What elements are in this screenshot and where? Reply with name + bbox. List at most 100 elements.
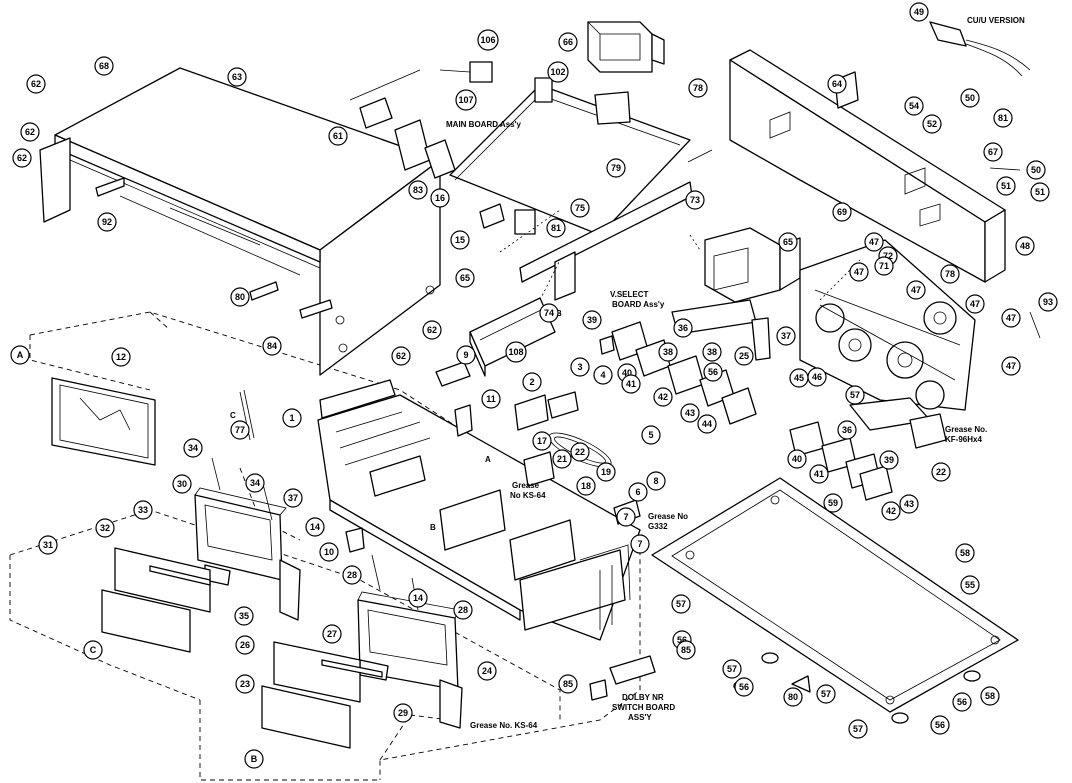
callout-circle <box>845 385 865 405</box>
callout-circle <box>621 374 641 394</box>
callout-circle <box>234 606 254 626</box>
part-number-callout: 26 <box>235 635 255 655</box>
text-labels: CU/U VERSION MAIN BOARD Ass'y V.SELECT B… <box>230 16 1025 730</box>
part-number-callout: 61 <box>328 126 348 146</box>
part-number-callout: C <box>83 640 103 660</box>
callout-circle <box>477 661 497 681</box>
callout-circle <box>245 473 265 493</box>
grease-g332-label-2: G332 <box>648 522 668 531</box>
main-board <box>349 61 691 236</box>
callout-number: 47 <box>1006 361 1016 371</box>
callout-circle <box>558 32 578 52</box>
callout-circle <box>26 74 46 94</box>
callout-circle <box>172 474 192 494</box>
callout-number: 6 <box>635 487 640 497</box>
callout-circle <box>685 190 705 210</box>
callout-circle <box>83 640 103 660</box>
part-number-callout: 38 <box>702 342 722 362</box>
callout-circle <box>235 635 255 655</box>
part-number-callout: 65 <box>455 268 475 288</box>
callout-circle <box>576 476 596 496</box>
label-74b: B <box>556 309 562 318</box>
part-number-callout: 11 <box>481 389 501 409</box>
part-number-callout: 56 <box>703 362 723 382</box>
part-number-callout: 34 <box>183 438 203 458</box>
callout-number: 35 <box>239 611 249 621</box>
callout-number: 54 <box>909 101 919 111</box>
part-number-callout: 30 <box>172 474 192 494</box>
callout-number: 9 <box>463 350 468 360</box>
part-number-callout: 9 <box>456 345 476 365</box>
part-number-callout: 58 <box>955 543 975 563</box>
callout-circle <box>1026 160 1046 180</box>
part-number-callout: 28 <box>453 600 473 620</box>
callout-number: 93 <box>1043 297 1053 307</box>
dolby-label-2: SWITCH BOARD <box>612 703 675 712</box>
part-number-callout: 37 <box>776 326 796 346</box>
callout-circle <box>456 345 476 365</box>
callout-circle <box>832 202 852 222</box>
callout-number: 74 <box>544 308 554 318</box>
callout-circle <box>282 408 302 428</box>
callout-circle <box>849 262 869 282</box>
part-number-callout: 57 <box>845 385 865 405</box>
part-number-callout: 77 <box>230 420 250 440</box>
callout-number: 40 <box>792 454 802 464</box>
callout-number: 40 <box>622 368 632 378</box>
callout-number: 56 <box>935 720 945 730</box>
callout-circle <box>940 264 960 284</box>
callout-number: 22 <box>936 467 946 477</box>
part-number-callout: 67 <box>983 142 1003 162</box>
callout-circle <box>552 449 572 469</box>
part-number-callout: B <box>244 749 264 769</box>
callout-circle <box>522 372 542 392</box>
callout-circle <box>1038 292 1058 312</box>
part-number-callout: 22 <box>931 462 951 482</box>
callout-number: 81 <box>998 113 1008 123</box>
callout-circle <box>12 148 32 168</box>
callout-number: 28 <box>458 605 468 615</box>
callout-circle <box>904 96 924 116</box>
callout-circle <box>697 414 717 434</box>
part-number-callout: 47 <box>1001 356 1021 376</box>
callout-circle <box>630 534 650 554</box>
callout-number: 56 <box>708 367 718 377</box>
callout-number: 77 <box>235 425 245 435</box>
callout-number: 37 <box>781 331 791 341</box>
top-cover <box>39 67 441 376</box>
callout-number: 12 <box>116 352 126 362</box>
window-panels-b <box>261 641 383 749</box>
callout-number: 14 <box>413 593 423 603</box>
callout-number: 84 <box>267 341 277 351</box>
part-number-callout: 27 <box>322 624 342 644</box>
callout-number: 64 <box>832 79 842 89</box>
part-number-callout: 19 <box>596 462 616 482</box>
callout-number: 25 <box>739 351 749 361</box>
part-callouts: 4966106102107626863626261839216158179757… <box>10 2 1058 769</box>
callout-circle <box>673 318 693 338</box>
window-panel-a <box>51 377 156 466</box>
main-board-label: MAIN BOARD Ass'y <box>446 120 522 129</box>
callout-number: 65 <box>783 237 793 247</box>
callout-circle <box>596 462 616 482</box>
callout-number: 51 <box>1001 181 1011 191</box>
part-number-callout: 47 <box>1001 308 1021 328</box>
callout-number: 3 <box>577 362 582 372</box>
callout-number: 1 <box>289 413 294 423</box>
part-number-callout: 36 <box>837 420 857 440</box>
callout-number: 66 <box>563 37 573 47</box>
callout-circle <box>879 450 899 470</box>
callout-circle <box>787 449 807 469</box>
part-number-callout: 5 <box>641 425 661 445</box>
callout-number: 41 <box>814 469 824 479</box>
callout-circle <box>837 420 857 440</box>
part-number-callout: 37 <box>283 488 303 508</box>
callout-circle <box>283 488 303 508</box>
grease-ks64-label-1: Grease <box>512 481 540 490</box>
part-number-callout: 51 <box>996 176 1016 196</box>
callout-number: 21 <box>557 454 567 464</box>
callout-number: 108 <box>508 347 523 357</box>
callout-number: 92 <box>102 217 112 227</box>
grease-kf-label-2: KF-96Hx4 <box>945 435 982 444</box>
callout-circle <box>703 362 723 382</box>
